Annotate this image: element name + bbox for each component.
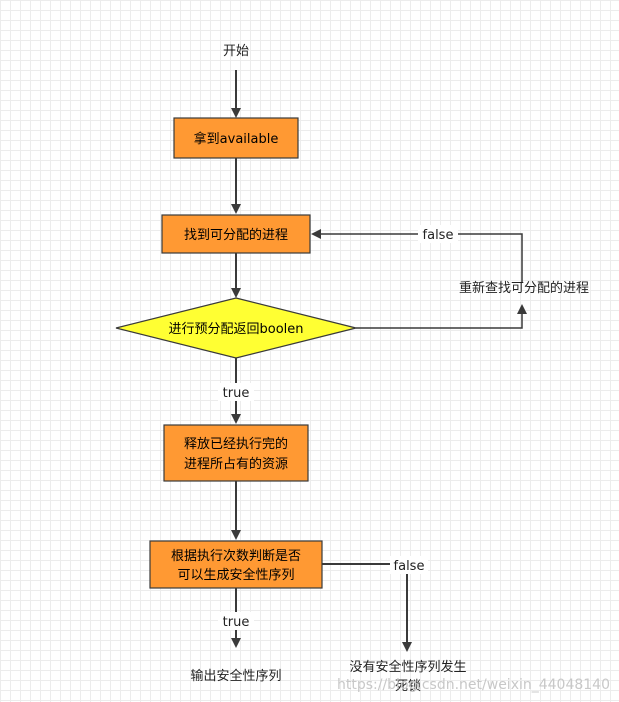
false-top-label: false	[423, 228, 454, 243]
find-process-label: 找到可分配的进程	[184, 227, 288, 243]
false-bottom-label: false	[394, 559, 425, 574]
deadlock-label-line2: 死锁	[395, 678, 421, 694]
edge-decision-false-loop-upper	[311, 229, 523, 282]
judge-label-line1: 根据执行次数判断是否	[171, 548, 301, 564]
get-available-label: 拿到available	[194, 131, 279, 147]
watermark: https://blog.csdn.net/weixin_44048140	[337, 677, 610, 693]
judge-label-line2: 可以生成安全性序列	[177, 567, 294, 583]
start-label: 开始	[223, 44, 249, 59]
edge-decision-false-loop-lower	[356, 304, 527, 329]
refind-label: 重新查找可分配的进程	[459, 280, 589, 296]
release-label-line1: 释放已经执行完的	[184, 436, 288, 452]
false-top-label-bg	[418, 225, 458, 243]
false-bottom-label-bg	[390, 556, 428, 574]
release-label-line2: 进程所占有的资源	[184, 456, 288, 472]
output-safe-label: 输出安全性序列	[190, 668, 281, 684]
true-decision-label: true	[223, 386, 250, 401]
edge-judge-false	[322, 563, 412, 652]
release-resources-box[interactable]	[163, 424, 309, 482]
find-process-box[interactable]	[161, 214, 311, 254]
decision-label: 进行预分配返回boolen	[168, 322, 303, 337]
deadlock-label-line1: 没有安全性序列发生	[349, 659, 466, 675]
true-decision-label-bg	[218, 383, 254, 401]
true-judge-label: true	[223, 615, 250, 630]
true-judge-label-bg	[218, 612, 254, 630]
